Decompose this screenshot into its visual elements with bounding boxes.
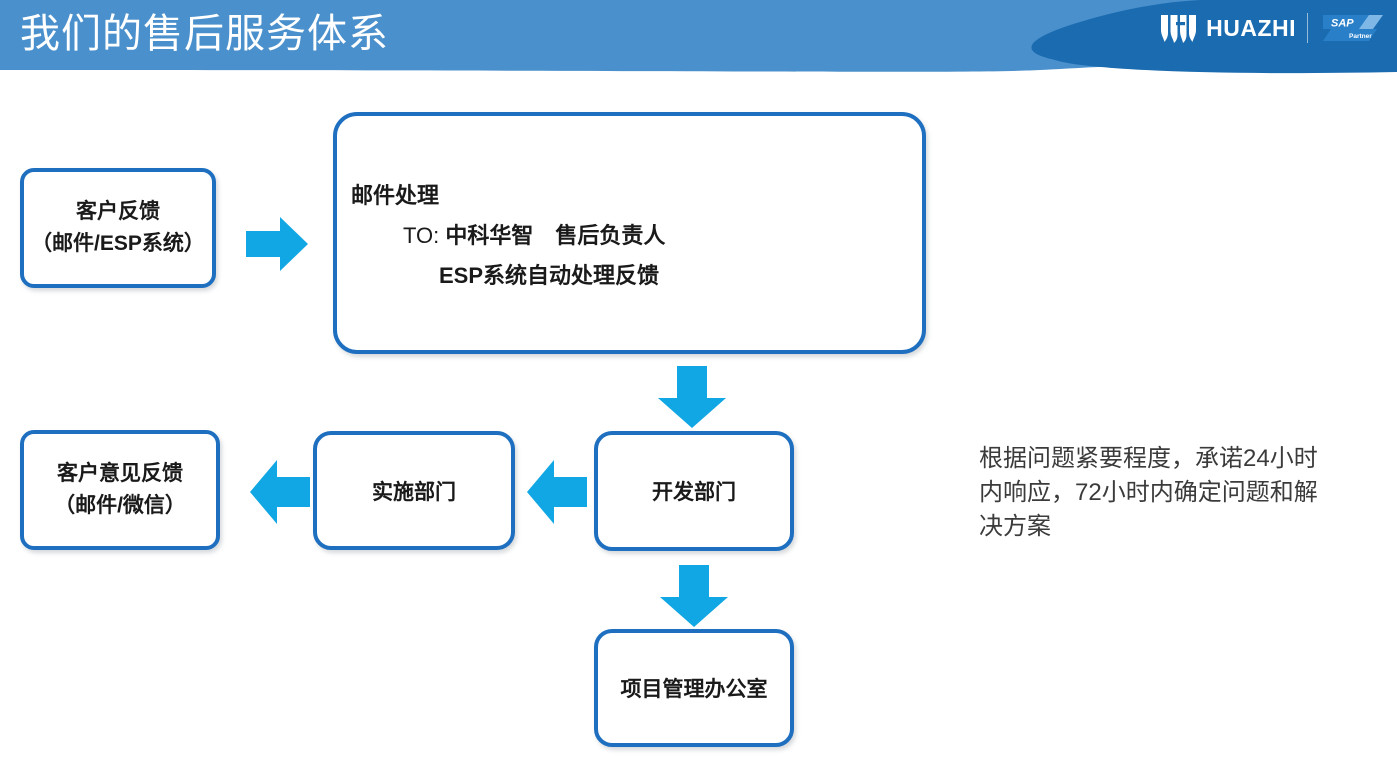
node-customer-opinion-line2: （邮件/微信） [54,494,186,517]
node-pmo-label: 项目管理办公室 [620,678,768,701]
arrow-down-dev-to-pmo-icon [660,565,728,627]
node-mail-process-line1: 邮件处理 [351,183,440,208]
sap-partner-badge-icon: SAP Partner [1323,15,1383,41]
svg-text:SAP: SAP [1331,18,1354,30]
arrow-down-mail-to-dev-icon [658,366,726,428]
node-pmo[interactable]: 项目管理办公室 [594,629,794,747]
page-title: 我们的售后服务体系 [20,12,389,56]
node-mail-process-line2: TO: 中科华智 售后负责人 [403,216,665,256]
node-customer-opinion[interactable]: 客户意见反馈 （邮件/微信） [20,430,220,550]
node-customer-feedback-line1: 客户反馈 [76,200,160,223]
node-impl-dept[interactable]: 实施部门 [313,431,515,550]
node-customer-feedback-line2: （邮件/ESP系统） [31,232,205,255]
node-mail-process-line3: ESP系统自动处理反馈 [439,263,660,288]
svg-text:Partner: Partner [1349,33,1372,40]
arrow-right-feedback-to-mail-icon [246,217,308,271]
huazhi-logo-icon [1161,15,1197,43]
node-dev-dept[interactable]: 开发部门 [594,431,794,551]
logo-divider [1307,13,1308,43]
arrow-left-impl-to-opinion-icon [250,460,310,524]
node-dev-dept-label: 开发部门 [652,481,736,504]
sla-side-note: 根据问题紧要程度，承诺24小时内响应，72小时内确定问题和解决方案 [979,445,1318,540]
node-mail-process-to-label: TO: [403,223,446,248]
node-customer-opinion-line1: 客户意见反馈 [57,462,183,485]
arrow-left-dev-to-impl-icon [527,460,587,524]
banner-background [0,0,1397,74]
node-mail-process-body: 邮件处理 TO: 中科华智 售后负责人 ESP系统自动处理反馈 [351,176,665,296]
node-customer-feedback[interactable]: 客户反馈 （邮件/ESP系统） [20,168,216,288]
node-impl-dept-label: 实施部门 [372,480,456,504]
brand-logo-cluster: HUAZHI SAP Partner [1159,9,1385,47]
brand-name: HUAZHI [1206,15,1296,41]
header-banner: 我们的售后服务体系 HUAZHI SAP Partner [0,0,1397,80]
node-mail-process-to-value: 中科华智 售后负责人 [445,223,666,248]
node-mail-process[interactable]: 邮件处理 TO: 中科华智 售后负责人 ESP系统自动处理反馈 [333,112,926,354]
